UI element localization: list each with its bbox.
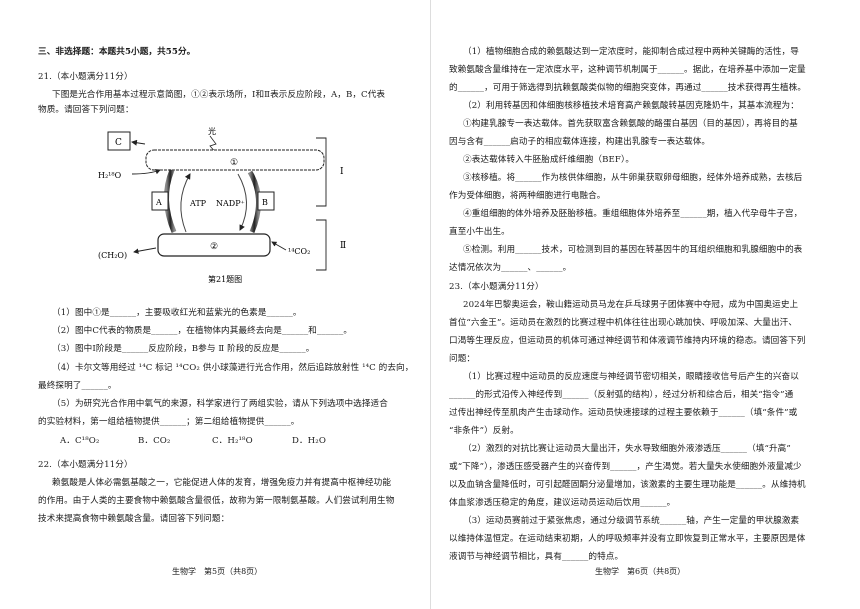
q22-cont-line: ⑤检测。利用______技术，可检测到目的基因在转基因牛的耳组织细胞和乳腺细胞中…: [463, 245, 803, 255]
q23-line: 问题：: [449, 354, 476, 364]
q21-intro-line: 物质。请回答下列问题：: [38, 105, 134, 115]
substance-c-box: [107, 131, 131, 151]
exam-page-5: 三、非选择题：本题共5小题，共55分。 21.（本小题满分11分） 下图是光合作…: [0, 0, 430, 609]
q22-cont-line: 达情况依次为______、______。: [449, 263, 572, 273]
q22-cont-line: ③核移植。将______作为核供体细胞，从牛卵巢获取卵母细胞，经体外培养成熟，去…: [463, 173, 803, 183]
q23-line: ______的形式沿传入神经传到______（反射弧的结构），经过分析和综合后，…: [449, 390, 794, 400]
label-atp: ATP: [189, 199, 207, 208]
page-footer: 生物学 第5页（共8页）: [172, 567, 263, 576]
q23-line: 首位“六金王”。运动员在激烈的比赛过程中机体往往出现心跳加快、呼吸加深、大量出汗…: [449, 318, 798, 328]
q21-question: （5）为研究光合作用中氧气的来源，科学家进行了两组实验，请从下列选项中选择适合: [52, 399, 388, 409]
label-site-2: ②: [210, 242, 218, 252]
q21-title: 21.（本小题满分11分）: [38, 72, 133, 82]
q23-line: （1）比赛过程中运动员的反应速度与神经调节密切相关，眼睛接收信号后产生的兴奋以: [463, 372, 799, 382]
page-footer: 生物学 第6页（共8页）: [595, 567, 686, 576]
q21-question: （4）卡尔文等用经过 ¹⁴C 标记 ¹⁴CO₂ 供小球藻进行光合作用，然后追踪放…: [52, 363, 414, 373]
label-site-1: ①: [230, 158, 238, 168]
q23-line: 体血浆渗透压稳定的角度，建议运动员运动后饮用______。: [449, 498, 676, 508]
q22-cont-line: （1）植物细胞合成的赖氨酸达到一定浓度时，能抑制合成过程中两种关键酶的活性，导: [463, 47, 799, 57]
q23-line: 液调节与神经调节相比，具有______的特点。: [449, 552, 624, 562]
exam-page-6: （1）植物细胞合成的赖氨酸达到一定浓度时，能抑制合成过程中两种关键酶的活性，导 …: [430, 0, 860, 609]
q23-line: 或“下降”），渗透压感受器产生的兴奋传到______，产生渴觉。若大量失水使细胞…: [449, 462, 802, 472]
site-2-stroma: [157, 233, 271, 257]
label-stage-1: Ⅰ: [340, 167, 344, 177]
q23-line: （3）运动员赛前过于紧张焦虑，通过分级调节系统______轴，产生一定量的甲状腺…: [463, 516, 800, 526]
q21-question: （3）图中Ⅰ阶段是______反应阶段，B参与 Ⅱ 阶段的反应是______。: [52, 344, 315, 354]
q22-line: 的作用。由于人类的主要食物中赖氨酸含量很低，故称为第一限制氨基酸。人们尝试利用生…: [38, 496, 395, 506]
q22-cont-line: 致赖氨酸含量维持在一定浓度水平，这种调节机制属于______。据此，在培养基中添…: [449, 65, 806, 75]
label-ch2o: (CH₂O): [98, 251, 127, 260]
q21-question: （2）图中C代表的物质是______，在植物体内其最终去向是______和___…: [52, 326, 353, 336]
option-d: D．H₂O: [292, 436, 326, 446]
label-b: B: [262, 198, 268, 207]
q22-cont-line: 直至小牛出生。: [449, 227, 510, 237]
q23-line: （2）激烈的对抗比赛让运动员大量出汗，失水导致细胞外液渗透压______（填“升…: [463, 444, 791, 454]
q23-line: 过传出神经传至肌肉产生击球动作。运动员快速接球的过程主要依赖于______（填“…: [449, 408, 798, 418]
q23-line: 2024年巴黎奥运会，鞍山籍运动员马龙在乒乓球男子团体赛中夺冠，成为中国奥运史上: [463, 300, 799, 310]
label-nadp: NADP⁺: [216, 199, 245, 208]
option-b: B．CO₂: [138, 436, 171, 446]
site-1-thylakoid: [145, 149, 325, 171]
label-co2: ¹⁴CO₂: [288, 247, 310, 256]
q22-cont-line: ④重组细胞的体外培养及胚胎移植。重组细胞体外培养至______期，植入代孕母牛子…: [463, 209, 803, 219]
substance-b-box: [257, 191, 275, 211]
label-water: H₂¹⁸O: [98, 171, 122, 180]
label-c: C: [115, 138, 122, 148]
q21-question: 最终探明了______。: [38, 381, 117, 391]
label-a: A: [155, 198, 162, 207]
photosynthesis-diagram: C 光 ① H₂¹⁸O A ATP NADP⁺ B Ⅰ Ⅱ ② ¹⁴CO₂: [98, 126, 346, 284]
section-header: 三、非选择题：本题共5小题，共55分。: [38, 47, 196, 57]
label-stage-2: Ⅱ: [340, 241, 346, 251]
option-c: C．H₂¹⁸O: [212, 436, 253, 446]
q23-line: 口渴等生理反应，但运动员的机体可通过神经调节和体液调节维持内环境的稳态。请回答下…: [449, 336, 806, 346]
q21-question: （1）图中①是______，主要吸收红光和蓝紫光的色素是______。: [52, 308, 302, 318]
label-light: 光: [208, 126, 216, 136]
q22-line: 赖氨酸是人体必需氨基酸之一，它能促进人体的发育，增强免疫力并有提高中枢神经功能: [52, 478, 392, 488]
q22-cont-line: ②表达载体转入牛胚胎成纤维细胞（BEF）。: [463, 155, 635, 165]
option-a: A．C¹⁸O₂: [60, 436, 100, 446]
q21-intro-line: 下图是光合作用基本过程示意简图，①②表示场所，Ⅰ和Ⅱ表示反应阶段，A，B，C代表: [52, 90, 386, 100]
q22-cont-line: ①构建乳腺专一表达载体。首先获取富含赖氨酸的酪蛋白基因（目的基因），再将目的基: [463, 119, 798, 129]
q22-cont-line: （2）利用转基因和体细胞核移植技术培育高产赖氨酸转基因克隆奶牛，其基本流程为：: [463, 101, 799, 111]
q22-cont-line: 的______，可用于筛选得到抗赖氨酸类似物的细胞突变体，再通过______技术…: [449, 83, 807, 93]
q22-cont-line: 作为受体细胞，将两种细胞进行电融合。: [449, 191, 606, 201]
substance-a-box: [151, 191, 169, 211]
q23-line: 以维持体温恒定。在运动结束初期，人的呼吸频率并没有立即恢复到正常水平，主要原因是…: [449, 534, 806, 544]
q23-line: 以及血钠含量降低时，可引起醛固酮分泌量增加，该激素的主要生理功能是______。…: [449, 480, 806, 490]
q23-line: “非条件”）反射。: [449, 426, 519, 436]
q21-question: 的实验材料，第一组给植物提供______；第二组给植物提供______。: [38, 417, 300, 427]
q22-line: 技术来提高食物中赖氨酸含量。请回答下列问题：: [38, 514, 230, 524]
q22-title: 22.（本小题满分11分）: [38, 460, 133, 470]
q22-cont-line: 因与含有______启动子的相应载体连接，构建出乳腺专一表达载体。: [449, 137, 711, 147]
q23-title: 23.（本小题满分11分）: [449, 282, 544, 292]
figure-caption: 第21题图: [208, 274, 242, 284]
